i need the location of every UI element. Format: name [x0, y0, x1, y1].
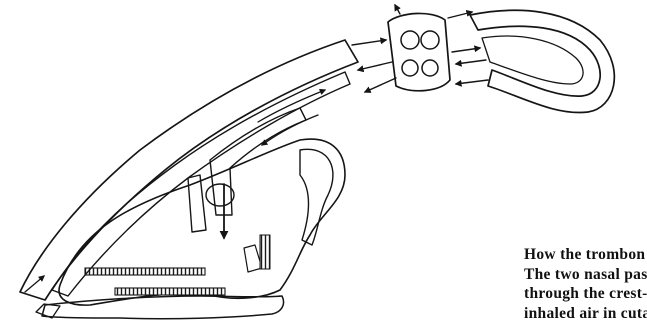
nasal-crest-tube	[20, 40, 358, 300]
caption-line: The two nasal pas	[524, 265, 647, 285]
skull-illustration	[36, 139, 345, 319]
caption-line: inhaled air in cuta	[524, 304, 647, 321]
crest-cutaway-loop	[470, 10, 614, 112]
caption-line: through the crest-	[524, 284, 647, 304]
airflow-arrows	[352, 5, 488, 92]
figure-caption: How the trombon The two nasal pas throug…	[524, 245, 647, 321]
crest-cross-section	[388, 13, 450, 90]
caption-line: How the trombon	[524, 245, 647, 265]
